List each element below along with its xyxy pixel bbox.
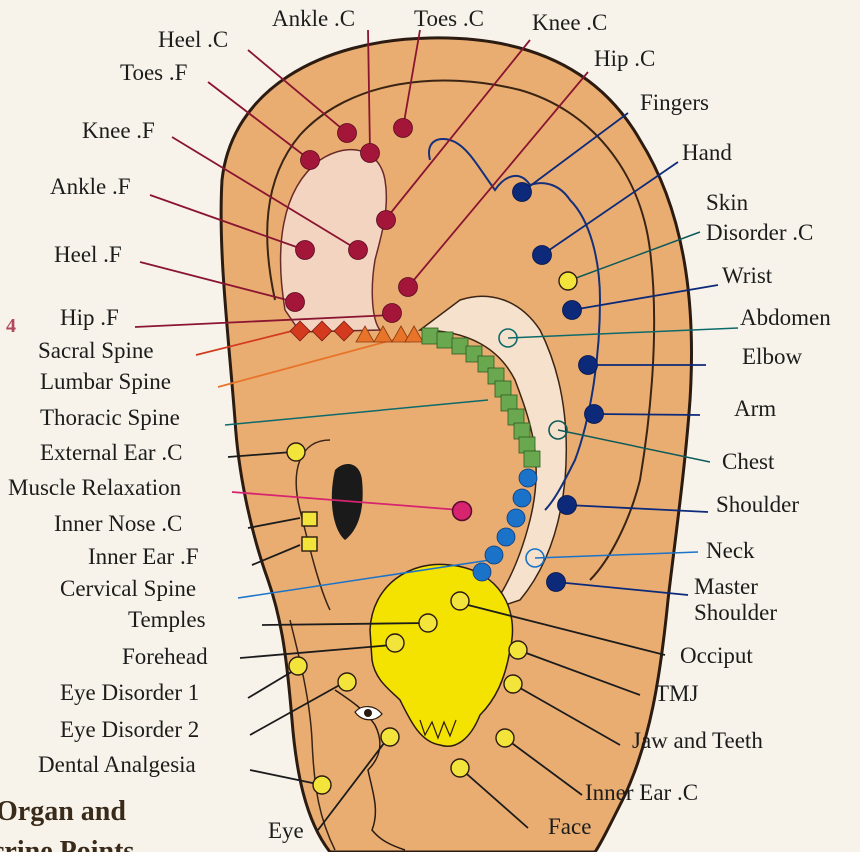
label-lumbar: Lumbar Spine: [40, 369, 171, 394]
inner-nose-point: [302, 512, 317, 526]
master-shoulder-point: [547, 573, 566, 592]
label-heel-c: Heel .C: [158, 27, 228, 52]
label-toes-c: Toes .C: [414, 6, 484, 31]
fingers-point: [513, 183, 532, 202]
label-master-2: Shoulder: [694, 600, 777, 625]
label-hip-c: Hip .C: [594, 46, 655, 71]
label-inner-ear-c: Inner Ear .C: [585, 780, 698, 805]
jaw-teeth-point: [504, 675, 522, 693]
label-dental: Dental Analgesia: [38, 752, 196, 777]
label-eye-disorder-1: Eye Disorder 1: [60, 680, 199, 705]
eye-point: [381, 728, 399, 746]
label-master-1: Master: [694, 574, 758, 599]
label-hip-f: Hip .F: [60, 305, 119, 330]
wrist-point: [563, 301, 582, 320]
page-number: 4: [6, 315, 16, 337]
label-abdomen: Abdomen: [740, 305, 831, 330]
label-skin-2: Disorder .C: [706, 220, 813, 245]
label-hand: Hand: [682, 140, 732, 165]
label-forehead: Forehead: [122, 644, 208, 669]
label-muscle: Muscle Relaxation: [8, 475, 182, 500]
cervical-point: [507, 509, 525, 527]
knee-c-point: [377, 211, 396, 230]
skin-disorder-point: [559, 272, 577, 290]
dental-analgesia-point: [313, 776, 331, 794]
knee-f-point: [349, 241, 368, 260]
cervical-point: [497, 528, 515, 546]
label-shoulder: Shoulder: [716, 492, 799, 517]
label-wrist: Wrist: [722, 263, 773, 288]
elbow-point: [579, 356, 598, 375]
label-knee-f: Knee .F: [82, 118, 155, 143]
label-elbow: Elbow: [742, 344, 802, 369]
thoracic-block: [422, 328, 438, 344]
label-chest: Chest: [722, 449, 775, 474]
cervical-point: [513, 489, 531, 507]
temples-point: [419, 614, 437, 632]
thoracic-block: [524, 451, 540, 467]
label-eye-disorder-2: Eye Disorder 2: [60, 717, 199, 742]
label-occiput: Occiput: [680, 643, 753, 668]
toes-c-point: [394, 119, 413, 138]
external-ear-point: [287, 443, 305, 461]
label-ankle-c: Ankle .C: [272, 6, 355, 31]
sacral-spine-diamonds: [290, 321, 354, 341]
label-skin-1: Skin: [706, 190, 749, 215]
label-fingers: Fingers: [640, 90, 709, 115]
thoracic-block: [437, 332, 453, 348]
toes-f-point: [301, 151, 320, 170]
label-thoracic: Thoracic Spine: [40, 405, 180, 430]
hand-point: [533, 246, 552, 265]
heel-c-point: [338, 124, 357, 143]
cervical-point: [473, 563, 491, 581]
label-neck: Neck: [706, 538, 755, 563]
cervical-point: [485, 546, 503, 564]
label-face: Face: [548, 814, 591, 839]
hip-f-point: [383, 304, 402, 323]
face-point: [451, 759, 469, 777]
label-heel-f: Heel .F: [54, 242, 122, 267]
eye-disorder-2-point: [338, 673, 356, 691]
hip-c-point: [399, 278, 418, 297]
label-knee-c: Knee .C: [532, 10, 607, 35]
eye-disorder-1-point: [289, 657, 307, 675]
tmj-point: [509, 641, 527, 659]
inner-ear-f-point: [302, 537, 317, 551]
label-jaw: Jaw and Teeth: [632, 728, 763, 753]
label-toes-f: Toes .F: [120, 60, 187, 85]
label-arm: Arm: [734, 396, 776, 421]
muscle-relaxation-point: [453, 502, 472, 521]
ankle-f-point: [296, 241, 315, 260]
cervical-point: [519, 469, 537, 487]
ankle-c-point: [361, 144, 380, 163]
label-temples: Temples: [128, 607, 206, 632]
label-inner-nose: Inner Nose .C: [54, 511, 182, 536]
label-ankle-f: Ankle .F: [50, 174, 131, 199]
label-eye: Eye: [268, 818, 304, 843]
eye-pupil: [364, 709, 372, 717]
inner-ear-c-point: [496, 729, 514, 747]
label-inner-ear-f: Inner Ear .F: [88, 544, 199, 569]
title-line-1: Organ and: [0, 796, 126, 827]
forehead-point: [386, 634, 404, 652]
arm-point: [585, 405, 604, 424]
shoulder-point: [558, 496, 577, 515]
label-tmj: TMJ: [655, 681, 699, 706]
heel-f-point: [286, 293, 305, 312]
label-cervical: Cervical Spine: [60, 576, 196, 601]
label-sacral: Sacral Spine: [38, 338, 154, 363]
title-line-2: crine Points: [0, 836, 134, 852]
label-external-ear: External Ear .C: [40, 440, 182, 465]
occiput-point: [451, 592, 469, 610]
